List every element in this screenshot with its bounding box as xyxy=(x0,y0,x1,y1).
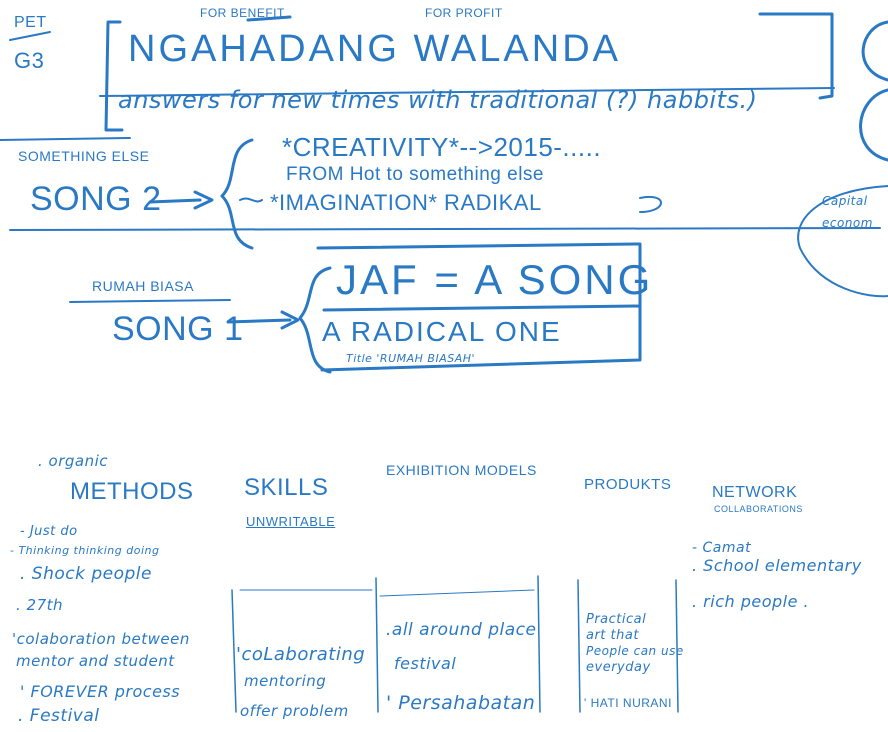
skills-sub: UNWRITABLE xyxy=(246,514,336,529)
col3-top xyxy=(379,589,535,597)
exhibition-heading: EXHIBITION MODELS xyxy=(386,462,537,478)
circle-mid-edge xyxy=(859,88,888,162)
methods-item: mentor and student xyxy=(16,652,175,670)
song1-box xyxy=(316,242,642,372)
board-title: NGAHADANG WALANDA xyxy=(128,28,621,70)
network-sub: COLLABORATIONS xyxy=(714,504,803,514)
song2-arrow xyxy=(148,198,202,204)
network-item: . School elementary xyxy=(692,556,862,575)
song1-brace xyxy=(298,266,332,374)
song2-divider xyxy=(9,227,881,231)
exhibition-item: festival xyxy=(394,654,457,673)
exhibition-item: .all around place xyxy=(386,620,537,640)
loop-arrow-left xyxy=(239,197,263,203)
song2-arrowhead xyxy=(193,190,214,210)
methods-heading: METHODS xyxy=(70,478,194,505)
for-profit-label: FOR PROFIT xyxy=(425,6,503,20)
title-note: Title 'RUMAH BIASAH' xyxy=(346,352,476,365)
produkts-item: art that xyxy=(586,628,639,643)
song1-arrowhead xyxy=(280,310,300,330)
produkts-item: everyday xyxy=(586,660,651,675)
song2-brace xyxy=(220,138,254,250)
left-rule xyxy=(0,137,131,141)
produkts-item: Practical xyxy=(586,612,647,627)
right-note-econom: econom xyxy=(822,216,873,230)
song2-tag: SOMETHING ELSE xyxy=(18,148,150,164)
corner-label-bottom: G3 xyxy=(14,48,45,73)
methods-item: ' FOREVER process xyxy=(20,682,181,701)
col-sep-5 xyxy=(675,579,679,713)
col-sep-4 xyxy=(577,579,581,713)
circle-top-edge xyxy=(861,20,888,82)
produkts-item: ' HATI NURANI xyxy=(584,696,672,710)
methods-item: . Shock people xyxy=(20,564,152,584)
skills-item: 'coLaborating xyxy=(236,644,366,665)
corner-underline xyxy=(9,31,51,41)
creativity-line: *CREATIVITY*-->2015-..... xyxy=(282,132,602,162)
imagination-line: *IMAGINATION* RADIKAL xyxy=(270,190,542,215)
methods-item: . Festival xyxy=(18,706,100,726)
song1-tag: RUMAH BIASA xyxy=(92,278,194,294)
methods-item: 'colaboration between xyxy=(12,630,190,648)
title-bracket-left xyxy=(104,20,124,132)
for-benefit-label: FOR BENEFIT xyxy=(200,6,285,20)
loop-arrow-right xyxy=(639,195,662,213)
song1-arrow xyxy=(226,318,292,324)
benefit-profit-arrow xyxy=(246,15,292,22)
title-divider xyxy=(99,87,835,97)
right-note-capital: Capital xyxy=(822,194,868,208)
skills-heading: SKILLS xyxy=(244,474,329,501)
title-bracket-right xyxy=(758,12,834,100)
corner-label-top: PET xyxy=(14,14,47,31)
song1-tag-underline xyxy=(69,299,231,303)
col-sep-3 xyxy=(537,575,541,713)
methods-item: - Just do xyxy=(20,524,78,539)
circle-bottom-edge xyxy=(797,185,888,298)
skills-item: mentoring xyxy=(244,672,327,690)
col-sep-1 xyxy=(231,589,237,713)
skills-item: offer problem xyxy=(240,702,349,720)
produkts-item: People can use xyxy=(586,644,684,658)
produkts-heading: PRODUKTS xyxy=(584,476,672,493)
jaf-song-line: JAF = A SONG xyxy=(336,256,654,303)
song1-box-divider xyxy=(322,304,642,312)
song1-name: SONG 1 xyxy=(112,310,244,348)
board-subtitle: answers for new times with traditional (… xyxy=(118,86,758,114)
exhibition-item: ' Persahabatan xyxy=(386,692,536,714)
network-item: - Camat xyxy=(692,540,752,556)
song2-name: SONG 2 xyxy=(30,180,162,218)
methods-small-label: . organic xyxy=(38,452,109,470)
network-item: . rich people . xyxy=(692,592,810,611)
methods-item: - Thinking thinking doing xyxy=(10,544,160,557)
methods-item: . 27th xyxy=(16,596,64,614)
col-sep-2 xyxy=(375,577,379,713)
radical-one-line: A RADICAL ONE xyxy=(322,316,562,347)
from-hot-line: FROM Hot to something else xyxy=(286,164,544,185)
network-heading: NETWORK xyxy=(712,484,798,501)
